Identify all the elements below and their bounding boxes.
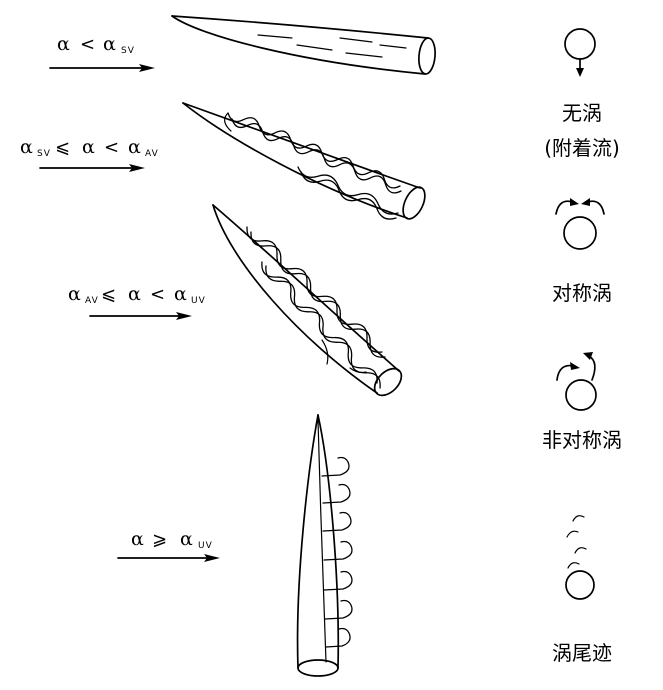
regime-3-operator-2: < — [150, 284, 165, 305]
regime-2-operator-2: < — [104, 137, 119, 158]
regime-4-wake-vortex — [324, 542, 352, 561]
regime-2-left-vortex-arrow-head — [570, 198, 579, 206]
regime-1-body-upper-edge — [172, 16, 428, 38]
regime-4-wake-arc — [575, 548, 586, 553]
regime-2-alpha: α — [82, 136, 95, 158]
regime-1-body-base — [417, 37, 436, 74]
regime-1-section-circle — [565, 29, 595, 59]
regime-4-operator: ⩾ — [152, 529, 167, 550]
regime-3-flow-arrow — [90, 312, 192, 320]
regime-3-alpha-upper: α — [174, 283, 187, 305]
regime-4-alpha-critical: α — [180, 528, 193, 550]
regime-1-flow-arrow — [50, 64, 155, 72]
regime-1-sublabel: (附着流) — [544, 136, 620, 160]
regime-1-alpha-critical: α — [103, 33, 116, 55]
regime-4-wake-arc — [568, 563, 579, 568]
regime-4-label: 涡尾迹 — [552, 641, 612, 665]
regime-4-body-base — [298, 660, 338, 676]
regime-4-body — [298, 415, 352, 676]
regime-3-alpha-lower: α — [68, 283, 81, 305]
regime-1-streamline — [258, 35, 292, 38]
regime-4-wake-vortex — [323, 513, 351, 532]
regime-2-right-vortex-arrow-head — [581, 198, 590, 206]
regime-4-wake-vortex — [323, 485, 350, 504]
regime-3-body-base — [370, 364, 407, 401]
regime-4-condition: α ⩾ α UV — [131, 528, 213, 551]
regime-3-shed-filament — [350, 368, 366, 373]
regime-2-alpha-upper: α — [128, 136, 141, 158]
regime-1-alpha: α — [57, 33, 70, 55]
regime-1-section-arrow-head — [576, 68, 584, 77]
regime-1-streamline — [297, 45, 332, 50]
regime-2-subscript-lower: SV — [37, 149, 51, 159]
regime-2-subscript-upper: AV — [145, 149, 159, 159]
regime-1-label: 无涡 — [562, 101, 602, 125]
regime-1-cross-section — [565, 29, 595, 77]
regime-3-left-vortex-arrow-head — [570, 362, 580, 370]
regime-3-body — [213, 205, 406, 400]
regime-3-vortex-sheet-upper — [251, 232, 385, 357]
regime-2-alpha-lower: α — [20, 136, 33, 158]
regime-3-cross-section — [557, 352, 596, 410]
regime-1-streamline — [380, 45, 406, 48]
regime-2-condition: α SV ⩽ α < α AV — [20, 136, 159, 159]
regime-3-vortex-sheet-lower — [262, 262, 377, 383]
regime-3-label: 非对称涡 — [542, 428, 622, 452]
regime-3-body-upper-edge — [213, 205, 399, 371]
regime-4-flow-arrow — [118, 554, 220, 562]
regime-4-wake-vortex — [324, 572, 352, 591]
regime-2-vortex-origin — [225, 113, 231, 131]
regime-3-section-circle — [566, 380, 596, 410]
regime-2-body — [183, 103, 429, 222]
regime-4-subscript: UV — [198, 541, 213, 551]
regime-3-subscript-upper: UV — [191, 296, 206, 306]
regime-2-operator-1: ⩽ — [55, 137, 70, 158]
regime-4-body-left-edge — [298, 415, 318, 668]
regime-1-body — [172, 16, 437, 75]
regime-2-section-circle — [564, 217, 596, 249]
regime-3-alpha: α — [128, 283, 141, 305]
regime-3-condition: α AV ⩽ α < α UV — [68, 283, 206, 306]
regime-1-subscript: SV — [121, 46, 135, 56]
regime-3-operator-1: ⩽ — [101, 284, 116, 305]
regime-4-alpha: α — [131, 528, 144, 550]
regime-2-cross-section — [556, 198, 604, 249]
regime-1-streamline — [346, 53, 382, 57]
regime-4-wake-arc — [573, 516, 584, 521]
regime-4-cross-section — [566, 516, 594, 599]
regime-2-body-lower-edge — [183, 103, 407, 218]
regime-4-wake-arc — [567, 531, 578, 537]
regime-1-operator: < — [80, 34, 95, 55]
regime-1-condition: α < α SV — [57, 33, 135, 56]
regime-1-streamline — [340, 38, 372, 42]
regime-2-flow-arrow — [40, 164, 145, 172]
regime-4-section-circle — [566, 571, 594, 599]
regime-2-label: 对称涡 — [552, 281, 612, 305]
regime-4-body-right-edge — [318, 415, 338, 668]
regime-3-subscript-lower: AV — [85, 296, 99, 306]
